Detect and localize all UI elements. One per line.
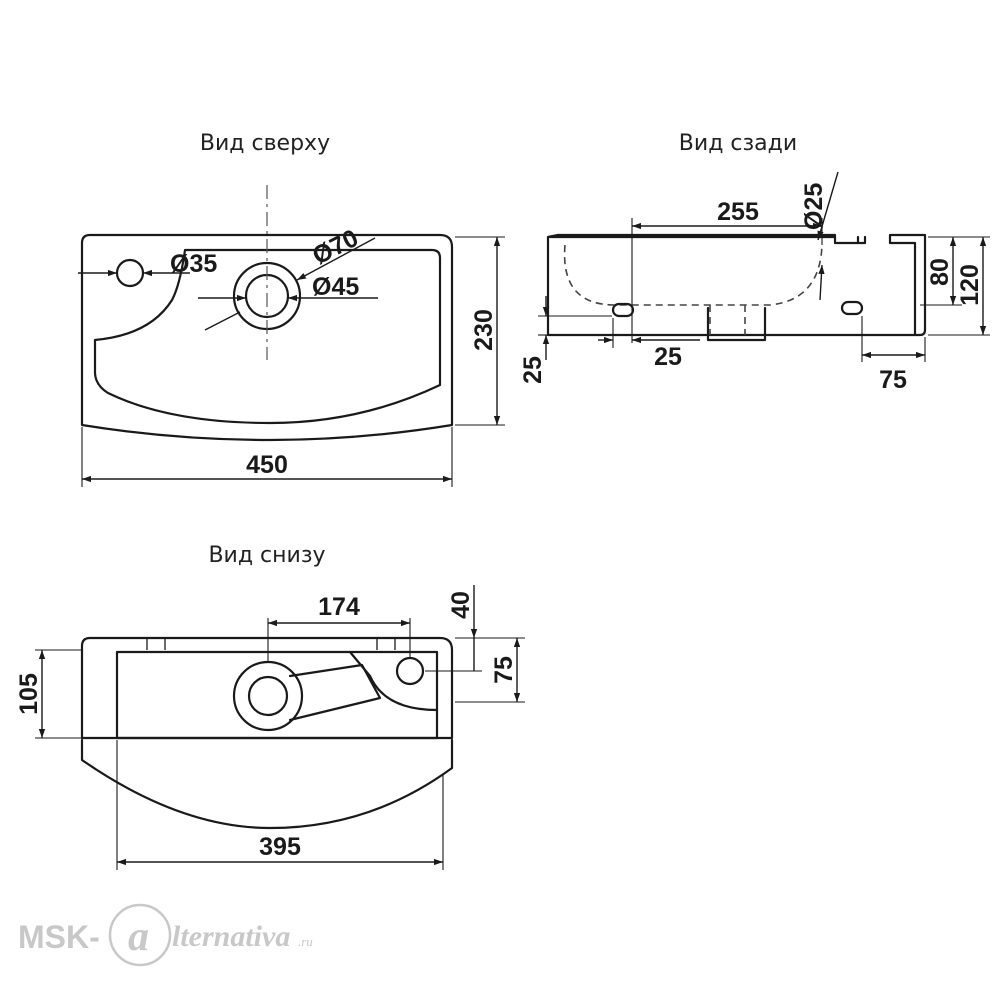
dim-bottom-width: 395 [259, 833, 301, 861]
dim-side-offset: 75 [490, 656, 518, 684]
dim-back-hole: Ø25 [800, 183, 828, 230]
watermark-script: lternativa [172, 920, 290, 953]
dim-width: 450 [246, 451, 288, 479]
dim-rim: 80 [926, 258, 954, 286]
bottom-view-channel-edge [348, 650, 439, 712]
dim-back-width: 255 [717, 198, 759, 226]
bottom-view-outline [80, 636, 454, 740]
top-view-title: Вид сверху [200, 131, 330, 156]
top-view: Вид сверху Ø35 Ø70 Ø45 230 450 [78, 131, 505, 487]
dim-hole-outer-line [296, 237, 376, 281]
watermark-seal-icon: a [108, 903, 172, 967]
back-view-title: Вид сзади [679, 131, 797, 156]
watermark-suffix: .ru [298, 934, 313, 949]
dim-offset-bottom: 25 [519, 356, 547, 384]
dim-hole-outer-leader [204, 311, 241, 331]
back-slot-left [611, 302, 635, 318]
dim-hole-outer: Ø70 [308, 224, 363, 270]
dim-depth: 120 [956, 264, 984, 306]
back-view: Вид сзади 255 Ø25 80 120 [519, 131, 990, 394]
back-view-body [546, 233, 927, 337]
dim-bottom-height: 105 [15, 673, 43, 715]
dim-hole-small: Ø35 [170, 250, 217, 278]
back-view-drain [706, 306, 767, 342]
bottom-view-recess [115, 650, 439, 740]
bottom-view-title: Вид снизу [208, 543, 325, 568]
back-view-drain-hidden [709, 305, 746, 335]
bottom-overflow-hole [395, 656, 425, 686]
dim-back-hole-leader2 [818, 264, 825, 301]
back-slot-right [840, 300, 864, 316]
overflow-hole [115, 258, 145, 288]
bottom-tap-hole-inner [247, 675, 289, 717]
dim-back-hole-leader [817, 171, 839, 241]
watermark: MSK- a lternativa .ru [18, 903, 313, 967]
dim-hole-inner: Ø45 [312, 273, 359, 301]
dim-top-offset: 40 [447, 591, 475, 619]
top-view-outline [80, 233, 454, 442]
bottom-view-front [80, 738, 454, 830]
top-view-bowl [93, 248, 442, 425]
back-view-bowl-hidden [563, 244, 823, 306]
dim-offset-left: 25 [654, 343, 682, 371]
watermark-prefix: MSK- [18, 919, 100, 955]
bottom-view: Вид снизу 174 40 75 [15, 543, 525, 870]
bottom-view-channel [288, 663, 382, 722]
dim-spacing: 174 [318, 593, 360, 621]
dim-height: 230 [470, 309, 498, 351]
bottom-view-notches [146, 638, 396, 650]
bottom-tap-hole-outer [232, 660, 304, 732]
dim-offset-right: 75 [879, 366, 907, 394]
svg-text:a: a [128, 914, 149, 960]
